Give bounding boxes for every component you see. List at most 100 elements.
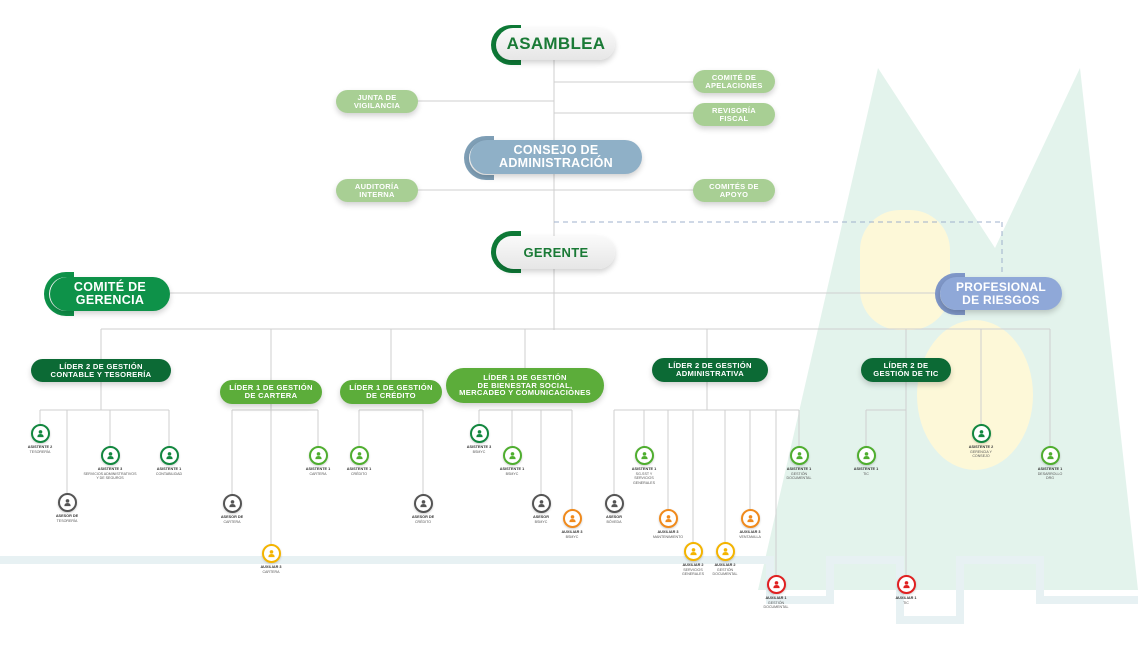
riesgos-line1: PROFESIONAL: [956, 279, 1046, 294]
lider-cartera-node[interactable]: LÍDER 1 DE GESTIÓN DE CARTERA: [220, 380, 322, 404]
lider-tic-node[interactable]: LÍDER 2 DE GESTIÓN DE TIC: [861, 358, 951, 382]
staff-area: GESTIÓN: [767, 600, 785, 605]
person-icon: [413, 494, 433, 513]
staff-title: AUXILIAR 2: [682, 563, 704, 567]
staff-title: ASISTENTE 1: [853, 467, 879, 471]
staff-area: TIC: [863, 471, 869, 476]
person-icon: [604, 494, 624, 513]
lider-administrativa-node[interactable]: LÍDER 2 DE GESTIÓN ADMINISTRATIVA: [652, 358, 768, 382]
comite-apelaciones-node[interactable]: COMITÉ DE APELACIONES: [693, 70, 775, 93]
staff-title: ASISTENTE 3: [97, 467, 123, 471]
lider-tic-line2: GESTIÓN DE TIC: [873, 369, 939, 378]
asamblea-node[interactable]: ASAMBLEA: [497, 28, 615, 60]
person-icon: [159, 446, 179, 465]
staff-title: ASISTENTE 2: [27, 445, 53, 449]
staff-area: SERVICIOS ADMINISTRATIVOS: [83, 471, 137, 476]
staff-area: BSMYC: [472, 449, 486, 454]
apelaciones-line2: APELACIONES: [705, 80, 763, 90]
person-icon: [683, 542, 703, 561]
gerente-node[interactable]: GERENTE: [497, 236, 615, 269]
person-icon: [856, 446, 876, 465]
junta-vigilancia-node[interactable]: JUNTA DE VIGILANCIA: [336, 90, 418, 113]
staff-area: SERVICIOS: [683, 567, 703, 572]
junta-line1: JUNTA DE: [357, 92, 397, 102]
staff-title: AUXILIAR 3: [657, 530, 679, 534]
person-icon: [349, 446, 369, 465]
staff-title: AUXILIAR 3: [561, 530, 583, 534]
staff-title: AUXILIAR 2: [714, 563, 736, 567]
staff-area: CARTERA: [262, 569, 280, 574]
apelaciones-line1: COMITÉ DE: [711, 72, 757, 82]
person-icon: [562, 509, 582, 528]
staff-title: AUXILIAR 1: [765, 596, 787, 600]
asamblea-accent: [491, 25, 521, 65]
comites-apoyo-line1: COMITÉS DE: [709, 181, 759, 191]
lider-administrativa-line1: LÍDER 2 DE GESTIÓN: [668, 361, 752, 371]
person-icon: [1040, 446, 1060, 465]
staff-area: TIC: [903, 600, 909, 605]
person-icon: [971, 424, 991, 443]
person-icon: [30, 424, 50, 443]
person-icon: [308, 446, 328, 465]
auditoria-interna-node[interactable]: AUDITORÍA INTERNA: [336, 179, 418, 202]
staff-area: VENTANILLA: [739, 534, 761, 539]
comite-gerencia-node[interactable]: COMITÉ DE GERENCIA: [50, 277, 170, 311]
lider-cartera-line2: DE CARTERA: [244, 391, 298, 400]
person-icon: [789, 446, 809, 465]
person-icon: [57, 493, 77, 512]
staff-area: CARTERA: [223, 519, 241, 524]
staff-area: MANTENIMIENTO: [652, 534, 684, 539]
riesgos-line2: DE RIESGOS: [962, 292, 1040, 307]
lider-contable-line1: LÍDER 2 DE GESTIÓN: [59, 361, 143, 371]
lider-credito-node[interactable]: LÍDER 1 DE GESTIÓN DE CRÉDITO: [340, 380, 442, 404]
profesional-riesgos-node[interactable]: PROFESIONAL DE RIESGOS: [940, 277, 1062, 310]
staff-area: CARTERA: [309, 471, 327, 476]
staff-title: ASESOR: [532, 515, 550, 519]
staff-area: DOCUMENTAL: [712, 572, 738, 577]
lider-contable-node[interactable]: LÍDER 2 DE GESTIÓN CONTABLE Y TESORERÍA: [31, 359, 171, 382]
staff-area: GESTIÓN: [790, 471, 808, 476]
riesgos-accent: [935, 273, 965, 315]
comites-apoyo-node[interactable]: COMITÉS DE APOYO: [693, 179, 775, 202]
staff-area: GENERALES: [633, 480, 655, 485]
asamblea-label: ASAMBLEA: [506, 34, 606, 54]
comite-gerencia-line1: COMITÉ DE: [73, 279, 147, 294]
staff-title: ASESOR DE: [220, 515, 244, 519]
revisoria-fiscal-node[interactable]: REVISORÍA FISCAL: [693, 103, 775, 126]
staff-title: ASISTENTE 2: [968, 445, 994, 449]
consejo-line2: ADMINISTRACIÓN: [499, 156, 613, 170]
lider-bienestar-node[interactable]: LÍDER 1 DE GESTIÓN DE BIENESTAR SOCIAL, …: [446, 368, 604, 403]
lider-bienestar-line1: LÍDER 1 DE GESTIÓN: [483, 372, 567, 382]
staff-title: ASESOR: [605, 515, 623, 519]
person-icon: [658, 509, 678, 528]
consejo-administracion-node[interactable]: CONSEJO DE ADMINISTRACIÓN: [470, 140, 642, 174]
staff-area: SERVICIOS: [634, 476, 654, 481]
person-icon: [222, 494, 242, 513]
staff-area: CRÉDITO: [414, 519, 432, 524]
